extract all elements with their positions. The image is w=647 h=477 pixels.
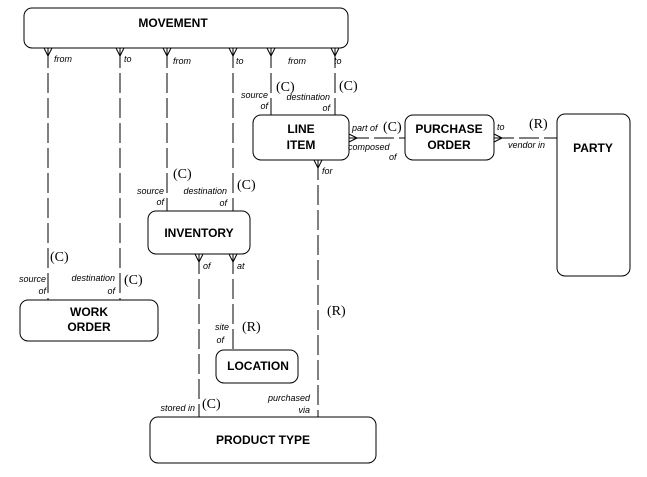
- role-stored-in: stored in: [160, 403, 195, 413]
- role-destination-workorder: destination: [71, 273, 115, 283]
- role-source-of-workorder: of: [38, 286, 47, 296]
- movement-title: MOVEMENT: [138, 16, 208, 30]
- role-to-party: to: [497, 122, 505, 132]
- cardinality-location-site: (R): [242, 320, 261, 335]
- purchase-order-box[interactable]: [404, 114, 495, 161]
- cardinality-producttype-stored: (C): [202, 397, 221, 412]
- crowsfoot-inventory-at: [228, 253, 238, 263]
- role-composed-of: of: [389, 152, 398, 162]
- cardinality-lineitem-destination: (C): [339, 79, 358, 94]
- purchase-order-title-line2: ORDER: [427, 138, 471, 152]
- cardinality-lineitem-source: (C): [276, 80, 295, 95]
- crowsfoot-movement-from-1: [43, 47, 53, 57]
- role-destination-of-lineitem: of: [322, 103, 331, 113]
- role-at-location: at: [237, 261, 245, 271]
- role-from-workorder: from: [54, 54, 73, 64]
- line-item-title-line2: ITEM: [287, 138, 316, 152]
- location-box[interactable]: [215, 349, 299, 384]
- crowsfoot-lineitem-for: [313, 159, 323, 169]
- role-of-inventory-product: of: [203, 261, 212, 271]
- role-from-lineitem: from: [288, 56, 307, 66]
- role-purchased: purchased: [267, 393, 311, 403]
- cardinality-party-vendor: (R): [529, 117, 548, 132]
- inventory-title: INVENTORY: [164, 226, 233, 240]
- role-source-lineitem: source: [241, 90, 268, 100]
- cardinality-inventory-destination: (C): [237, 178, 256, 193]
- role-to-lineitem: to: [334, 56, 342, 66]
- crowsfoot-lineitem-partof: [348, 133, 358, 143]
- cardinality-workorder-source: (C): [50, 250, 69, 265]
- cardinality-inventory-source: (C): [173, 167, 192, 182]
- role-site-of: of: [216, 335, 225, 345]
- movement-box[interactable]: [23, 7, 349, 49]
- crowsfoot-inventory-of: [194, 253, 204, 263]
- role-destination-of-inventory: of: [219, 198, 228, 208]
- cardinality-producttype-purchased: (R): [327, 304, 346, 319]
- location-title: LOCATION: [227, 359, 289, 373]
- product-type-title: PRODUCT TYPE: [216, 433, 310, 447]
- cardinality-workorder-destination: (C): [124, 273, 143, 288]
- role-destination-of-workorder: of: [107, 286, 116, 296]
- role-from-inventory: from: [173, 56, 192, 66]
- crowsfoot-purchaseorder-to: [493, 133, 503, 143]
- purchase-order-title-line1: PURCHASE: [415, 122, 482, 136]
- line-item-title-line1: LINE: [287, 122, 314, 136]
- role-destination-lineitem: destination: [286, 92, 330, 102]
- role-to-inventory: to: [236, 56, 244, 66]
- crowsfoot-movement-to-1: [115, 47, 125, 57]
- role-source-of-lineitem: of: [260, 101, 269, 111]
- role-destination-inventory: destination: [183, 186, 227, 196]
- role-to-workorder: to: [124, 54, 132, 64]
- crowsfoot-movement-to-3: [330, 47, 340, 57]
- role-part-of: part of: [351, 123, 379, 133]
- role-composed: composed: [348, 142, 391, 152]
- line-item-box[interactable]: [252, 114, 350, 161]
- party-box[interactable]: [556, 113, 631, 277]
- crowsfoot-movement-to-2: [228, 47, 238, 57]
- role-purchased-via: via: [298, 405, 310, 415]
- product-type-box[interactable]: [149, 416, 377, 464]
- role-source-workorder: source: [19, 274, 46, 284]
- cardinality-lineitem-partof: (C): [383, 120, 402, 135]
- crowsfoot-movement-from-3: [266, 47, 276, 57]
- party-title: PARTY: [573, 141, 613, 155]
- work-order-title-line2: ORDER: [67, 320, 111, 334]
- inventory-box[interactable]: [147, 210, 251, 255]
- role-source-of-inventory: of: [156, 197, 165, 207]
- role-source-inventory: source: [137, 186, 164, 196]
- work-order-box[interactable]: [19, 299, 159, 342]
- work-order-title-line1: WORK: [70, 305, 108, 319]
- crowsfoot-movement-from-2: [162, 47, 172, 57]
- role-for: for: [322, 166, 334, 176]
- role-vendor-in: vendor in: [508, 140, 545, 150]
- role-site: site: [215, 322, 229, 332]
